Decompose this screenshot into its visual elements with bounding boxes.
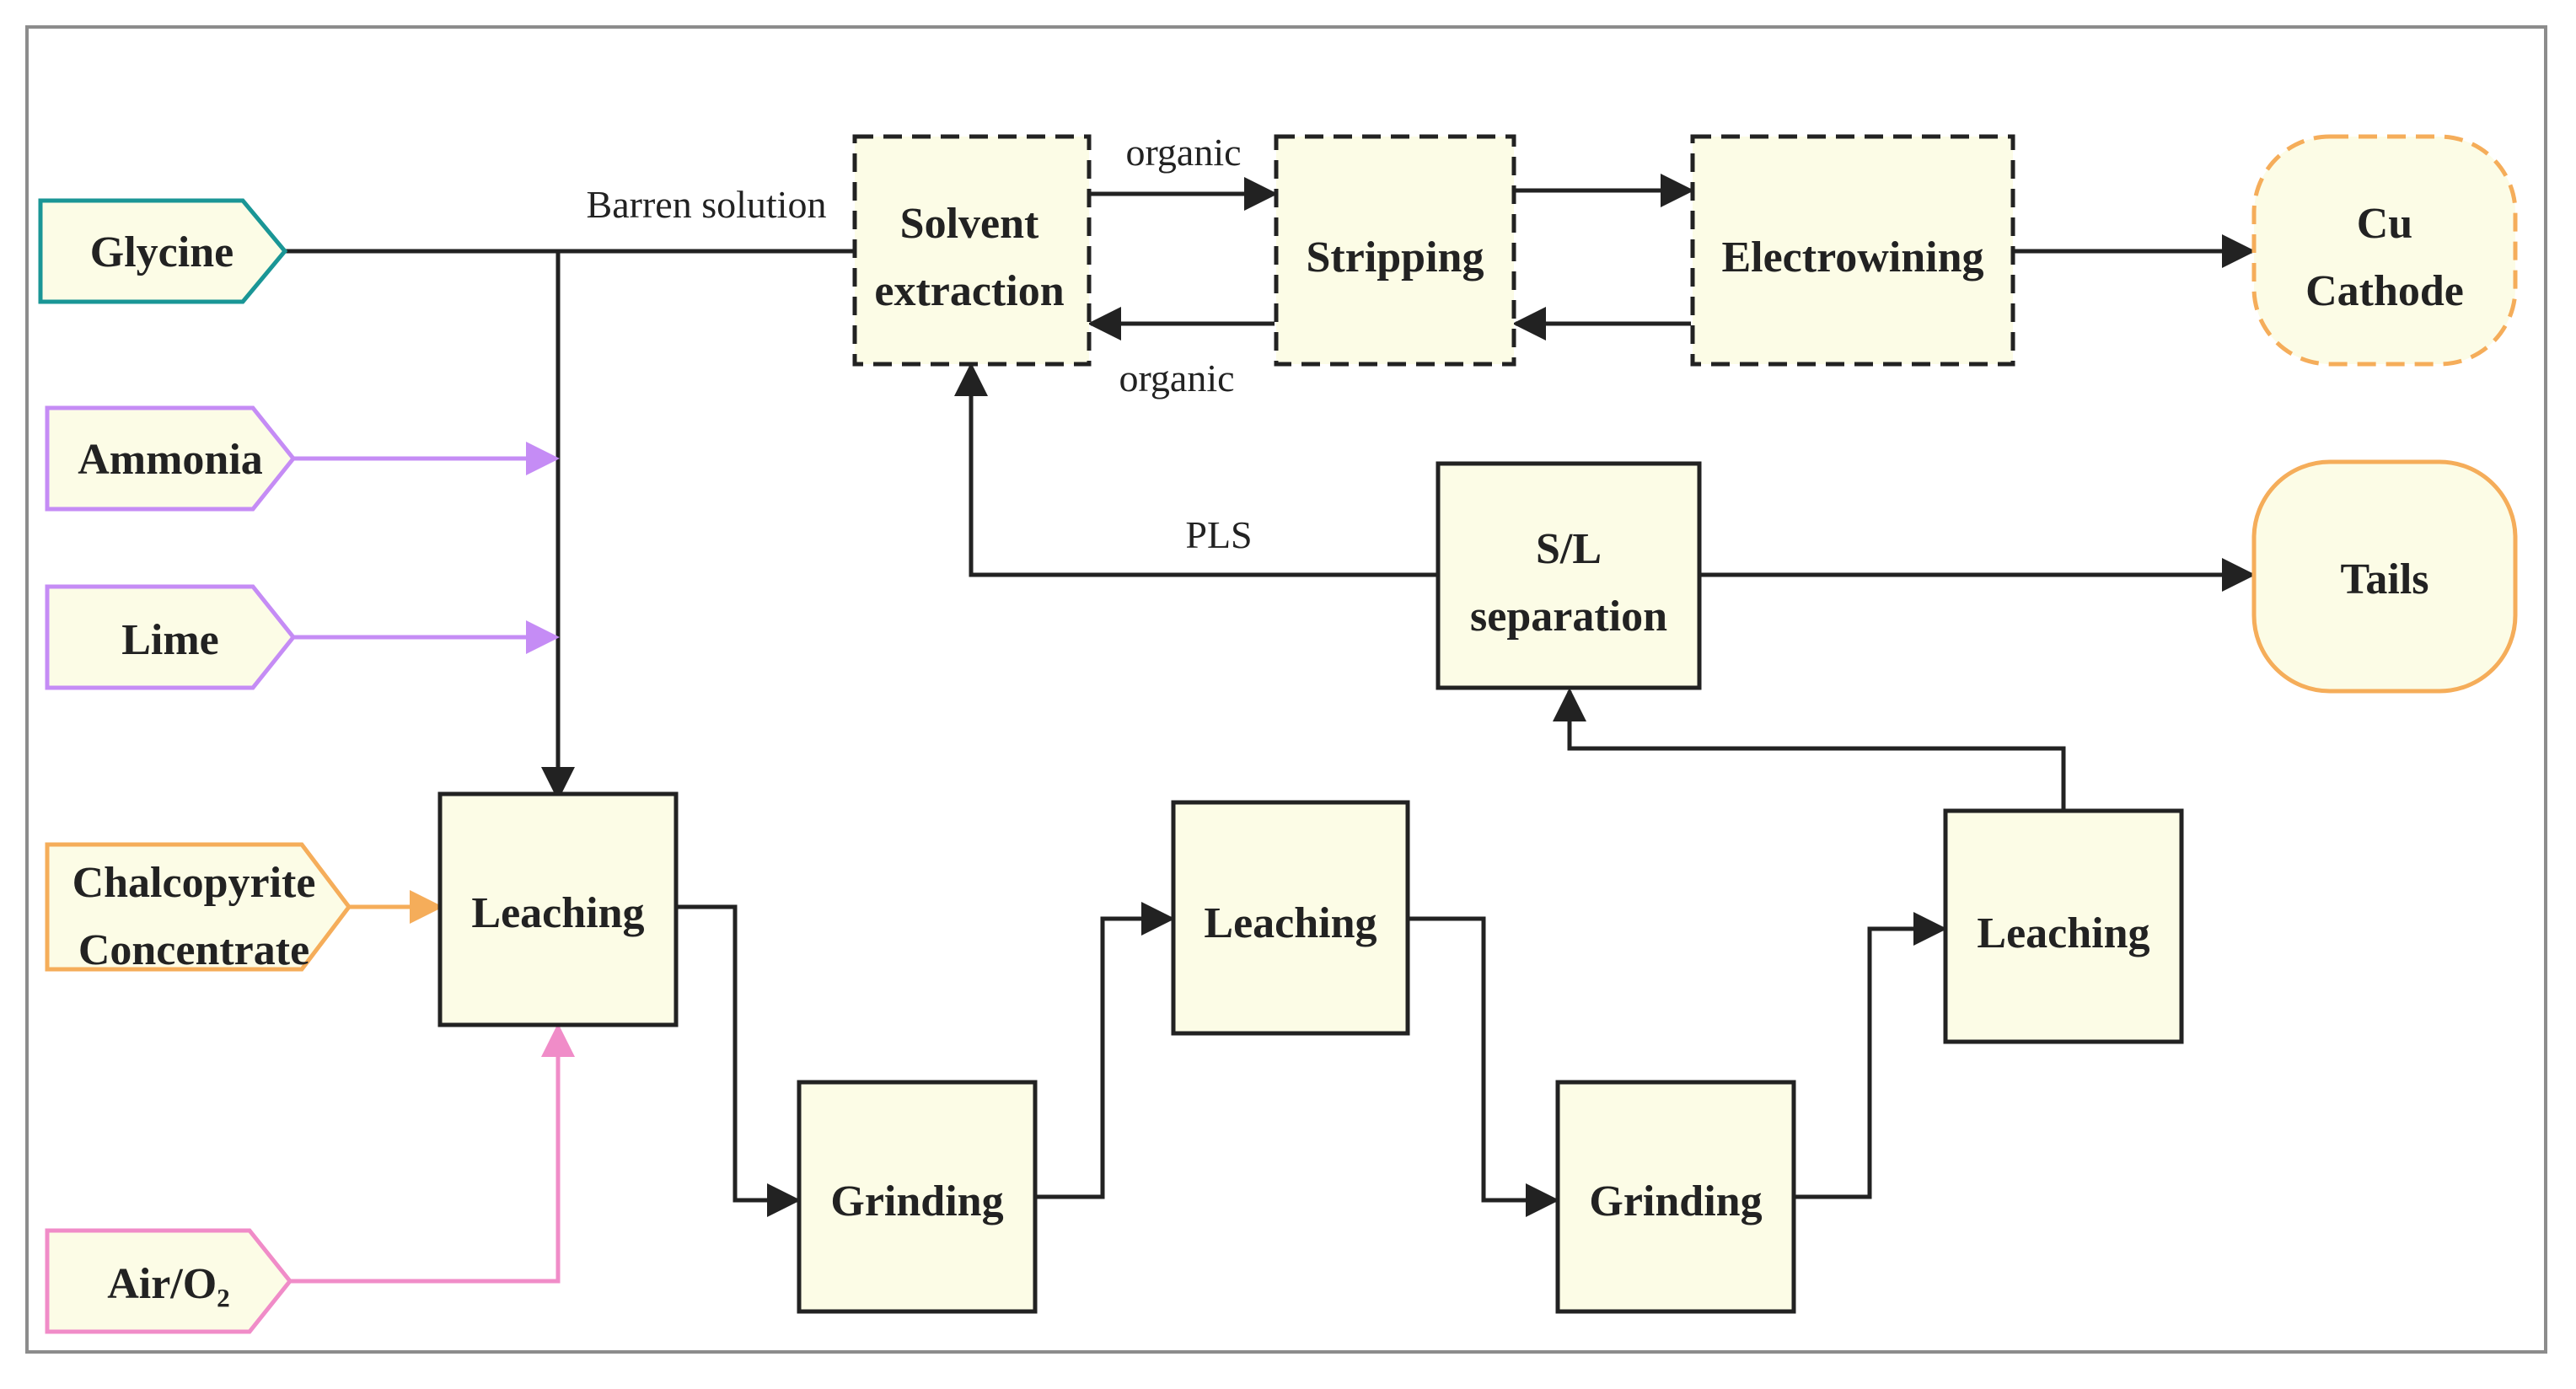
input-ammonia: Ammonia <box>45 405 297 512</box>
edge-label-organic-bottom: organic <box>1119 357 1234 400</box>
diagram-frame <box>25 25 2547 1354</box>
edge-pls <box>954 362 1438 577</box>
node-sl-separation: S/L separation <box>1436 461 1702 690</box>
input-lime: Lime <box>45 584 297 690</box>
node-cu-cathode-label-1: Cu <box>2357 200 2412 248</box>
node-leaching-3-label: Leaching <box>1977 909 2149 957</box>
edge-grinding-1-to-leaching-2 <box>1035 902 1175 1199</box>
node-stripping: Stripping <box>1274 134 1516 367</box>
node-tails: Tails <box>2251 459 2518 694</box>
node-grinding-2-label: Grinding <box>1589 1177 1762 1225</box>
edge-grinding-2-to-leaching-3 <box>1794 912 1947 1199</box>
node-electrowining-label: Electrowining <box>1721 233 1983 282</box>
edge-air <box>290 1023 575 1284</box>
input-lime-label: Lime <box>121 616 219 664</box>
input-ammonia-label: Ammonia <box>78 436 263 484</box>
node-leaching-2-label: Leaching <box>1204 899 1377 947</box>
node-solvent-extraction-label-1: Solvent <box>900 200 1039 248</box>
node-leaching-1-label: Leaching <box>471 889 644 937</box>
node-cu-cathode: Cu Cathode <box>2251 134 2518 367</box>
node-electrowining: Electrowining <box>1690 134 2015 367</box>
edge-label-pls: PLS <box>1185 513 1252 556</box>
node-grinding-1: Grinding <box>797 1080 1038 1314</box>
edge-label-organic-top: organic <box>1125 131 1241 174</box>
input-glycine: Glycine <box>38 198 288 304</box>
input-concentrate-label: Concentrate <box>78 926 309 974</box>
node-sl-separation-label-1: S/L <box>1536 525 1602 573</box>
node-cu-cathode-label-2: Cathode <box>2305 267 2464 315</box>
edge-label-barren-solution: Barren solution <box>587 183 827 226</box>
node-tails-label: Tails <box>2340 555 2428 603</box>
edge-leaching-2-to-grinding-2 <box>1406 916 1559 1217</box>
edge-leaching-1-to-grinding-1 <box>676 904 801 1217</box>
node-grinding-1-label: Grinding <box>830 1177 1003 1225</box>
node-grinding-2: Grinding <box>1555 1080 1796 1314</box>
input-chalcopyrite-concentrate: Chalcopyrite Concentrate <box>45 842 352 974</box>
node-solvent-extraction-label-2: extraction <box>874 267 1064 315</box>
node-leaching-2: Leaching <box>1171 800 1410 1036</box>
input-air-label: Air/O₂ <box>107 1260 230 1308</box>
input-air: Air/O₂ <box>45 1228 293 1334</box>
node-leaching-1: Leaching <box>437 791 679 1027</box>
node-solvent-extraction: Solvent extraction <box>852 134 1092 367</box>
node-stripping-label: Stripping <box>1307 233 1484 282</box>
node-leaching-3: Leaching <box>1943 808 2184 1044</box>
input-chalcopyrite-label: Chalcopyrite <box>72 859 316 907</box>
input-glycine-label: Glycine <box>90 228 233 276</box>
edge-leaching-3-to-sl-separation <box>1553 688 2066 809</box>
node-sl-separation-label-2: separation <box>1470 593 1667 641</box>
